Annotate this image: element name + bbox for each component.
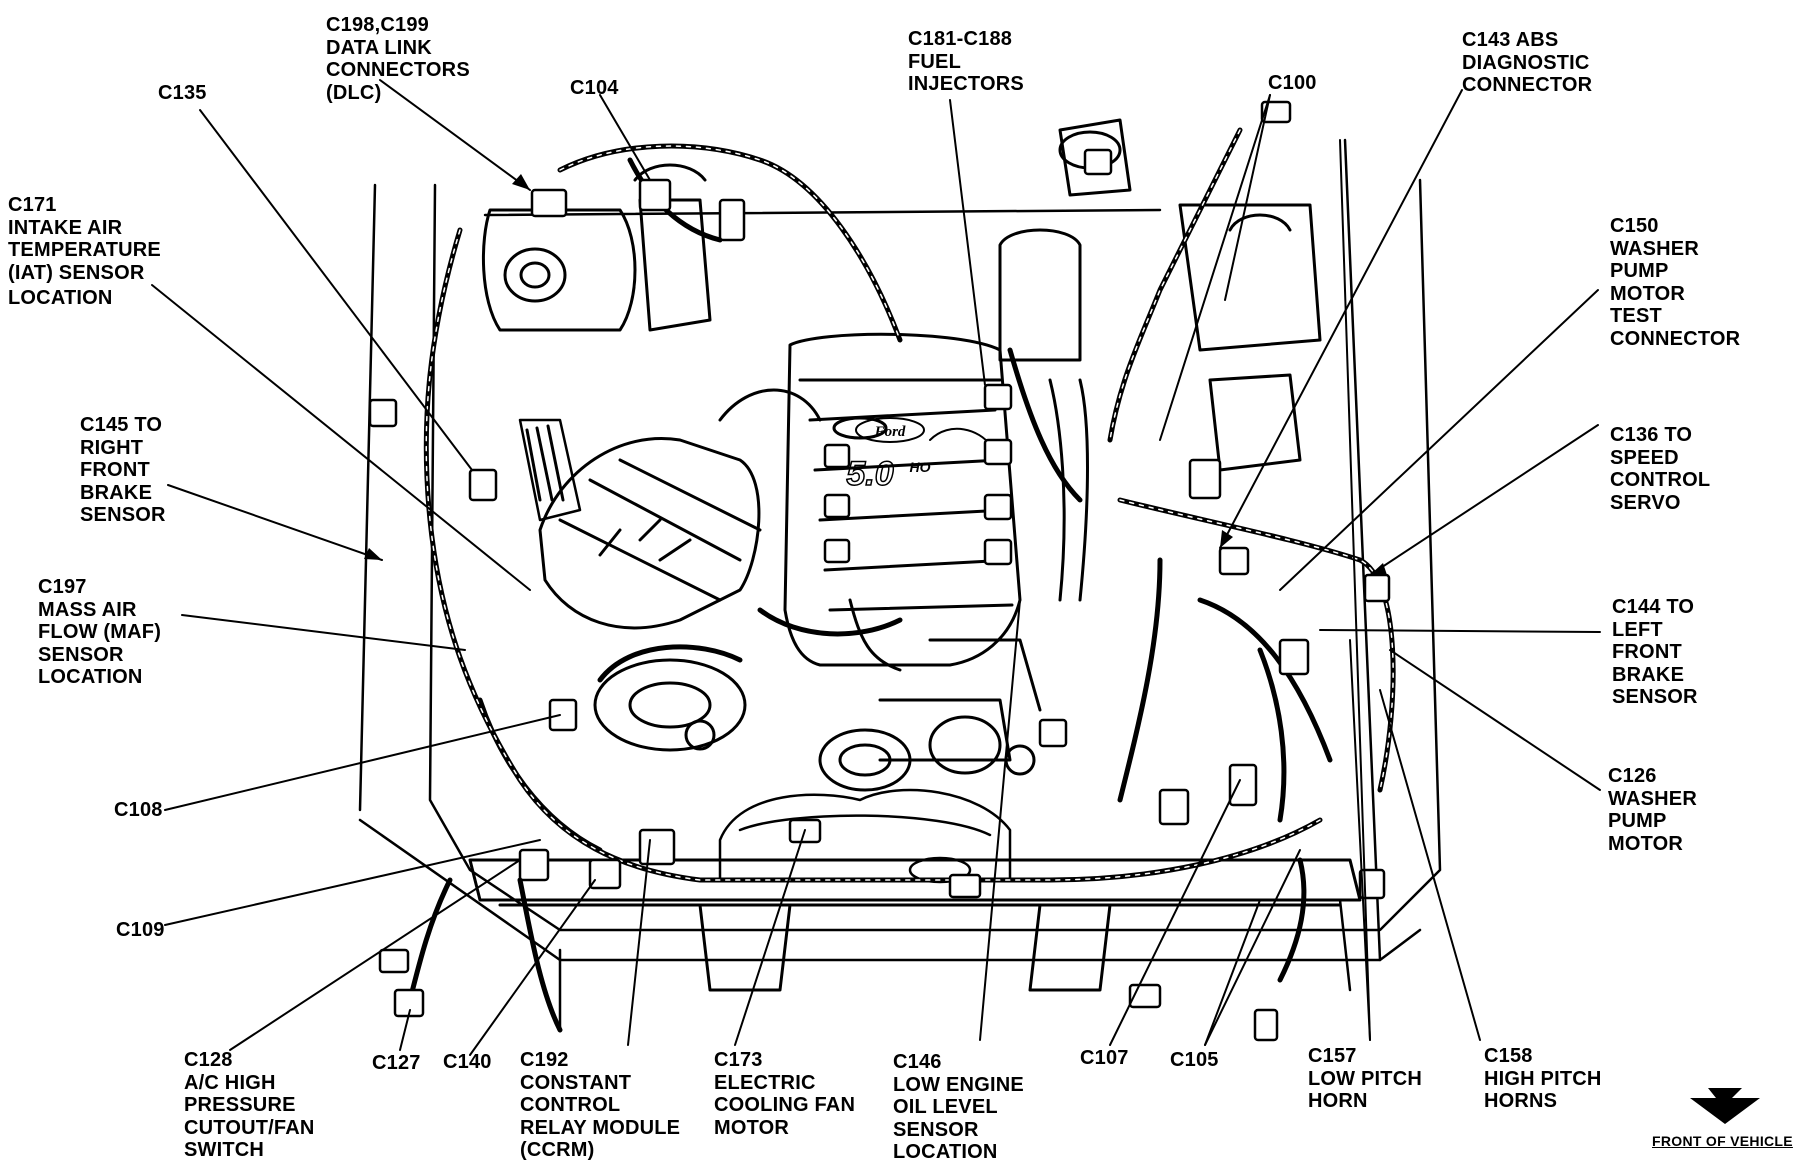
callout-c136: C136 TO SPEED CONTROL SERVO bbox=[1610, 424, 1711, 514]
callout-c146: C146 LOW ENGINE OIL LEVEL SENSOR LOCATIO… bbox=[893, 1051, 1024, 1163]
front-of-vehicle-label: FRONT OF VEHICLE bbox=[1652, 1133, 1793, 1149]
engine-badge: Ford 5.0 HO bbox=[846, 417, 931, 494]
connector-bodies bbox=[368, 100, 1391, 1042]
front-arrow-icon bbox=[1690, 1088, 1760, 1124]
intake-manifold bbox=[783, 332, 1022, 672]
callout-c100: C100 bbox=[1268, 72, 1317, 94]
radiator-support bbox=[468, 858, 1362, 992]
air-intake-tube bbox=[538, 388, 822, 630]
callout-c107: C107 bbox=[1080, 1047, 1129, 1069]
callout-c108: C108 bbox=[114, 799, 163, 821]
fan-shroud bbox=[718, 788, 1012, 884]
harness-texture bbox=[425, 129, 1394, 881]
callout-c143: C143 ABS DIAGNOSTIC CONNECTOR bbox=[1462, 29, 1593, 96]
callout-c173: C173 ELECTRIC COOLING FAN MOTOR bbox=[714, 1049, 856, 1139]
badge-brand: Ford bbox=[874, 424, 906, 440]
callout-c145: C145 TO RIGHT FRONT BRAKE SENSOR bbox=[80, 414, 166, 526]
callout-c157: C157 LOW PITCH HORN bbox=[1308, 1045, 1423, 1112]
left-side-components bbox=[481, 163, 712, 522]
callout-c181: C181-C188 FUEL INJECTORS bbox=[908, 28, 1024, 95]
badge-size: 5.0 bbox=[846, 455, 893, 493]
badge-suffix: HO bbox=[910, 459, 931, 475]
callout-c158: C158 HIGH PITCH HORNS bbox=[1484, 1045, 1602, 1112]
leader-lines bbox=[151, 79, 1601, 1056]
callout-c150: C150 WASHER PUMP MOTOR TEST CONNECTOR bbox=[1610, 215, 1741, 350]
callout-c197: C197 MASS AIR FLOW (MAF) SENSOR LOCATION bbox=[38, 576, 162, 688]
leader-arrowheads bbox=[364, 174, 1387, 575]
callout-c171: C171 INTAKE AIR TEMPERATURE (IAT) SENSOR… bbox=[8, 194, 161, 309]
callout-c140: C140 bbox=[443, 1051, 492, 1073]
callout-c126: C126 WASHER PUMP MOTOR bbox=[1608, 765, 1697, 855]
callout-c109: C109 bbox=[116, 919, 165, 941]
callout-c135: C135 bbox=[158, 82, 207, 104]
callout-c198: C198,C199 DATA LINK CONNECTORS (DLC) bbox=[326, 14, 470, 104]
callout-c144: C144 TO LEFT FRONT BRAKE SENSOR bbox=[1612, 596, 1698, 708]
right-side-components bbox=[998, 118, 1322, 602]
callout-c127: C127 bbox=[372, 1052, 421, 1074]
callout-c128: C128 A/C HIGH PRESSURE CUTOUT/FAN SWITCH bbox=[184, 1049, 315, 1161]
callout-c192: C192 CONSTANT CONTROL RELAY MODULE (CCRM… bbox=[520, 1049, 681, 1161]
wiring-harness bbox=[407, 127, 1396, 1033]
callout-c105: C105 bbox=[1170, 1049, 1219, 1071]
front-accessories bbox=[593, 638, 1042, 792]
callout-c104: C104 bbox=[570, 77, 619, 99]
